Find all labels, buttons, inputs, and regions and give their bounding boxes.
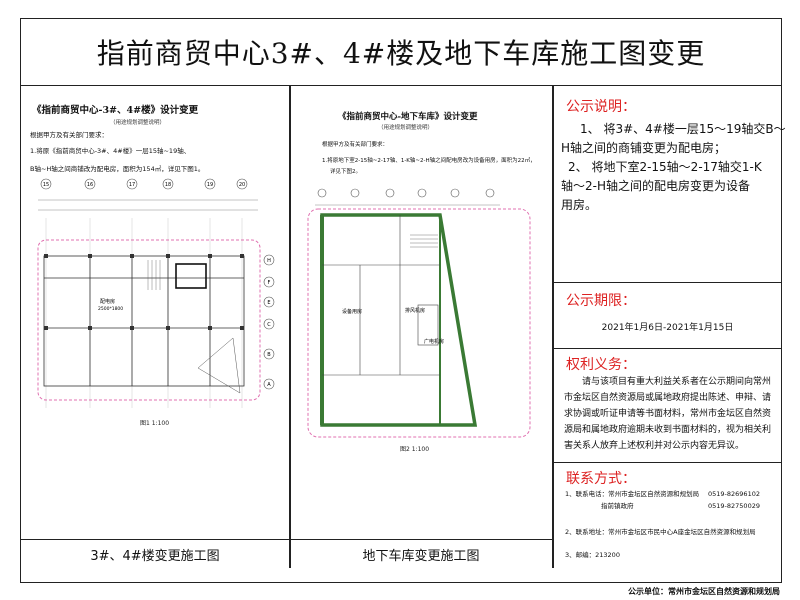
left-floor-plan: 15 16 17 18 19 20 配电房	[37, 178, 275, 408]
divider-mid-right	[552, 85, 554, 568]
rights-line5: 害关系人放弃上述权利并对公示内容无异议。	[564, 441, 745, 451]
axis-label: 16	[87, 182, 93, 188]
contact-line2-label: 指前镇政府	[601, 502, 634, 510]
axis-label: C	[267, 322, 271, 328]
mid-doc-title: 《指前商贸中心-地下车库》设计变更	[338, 112, 478, 122]
axis-label: B	[267, 352, 271, 358]
period-heading: 公示期限：	[566, 293, 636, 309]
poster-frame	[20, 18, 782, 583]
right-sep-3	[552, 462, 781, 463]
left-requirement: 根据甲方及有关部门要求：	[30, 131, 108, 139]
site-boundary	[37, 239, 261, 401]
axis-top-group: 15 16 17 18 19 20	[40, 178, 248, 190]
rights-line2: 市金坛区自然资源局或属地政府提出陈述、申辩、请	[564, 393, 772, 403]
contact-heading: 联系方式：	[566, 471, 636, 487]
poster-title: 指前商贸中心3#、4#楼及地下车库施工图变更	[21, 19, 781, 86]
garage-boundary	[307, 208, 531, 438]
left-item1-line2: B轴~H轴之间商铺改为配电房，面积为154㎡，详见下图1。	[30, 165, 205, 173]
room-label: 配电房	[100, 298, 115, 305]
mid-doc-sub: （用途规划调整说明）	[378, 125, 434, 131]
notice-line5: 用房。	[561, 198, 598, 212]
axis-label: H	[267, 258, 271, 264]
room-size: 2500*1800	[98, 306, 123, 312]
axis-label: 18	[165, 182, 171, 188]
notice-line4: 轴～2-H轴之间的配电房变更为设备	[561, 179, 750, 193]
left-doc-title: 《指前商贸中心-3#、4#楼》设计变更	[32, 105, 199, 116]
notice-heading: 公示说明：	[566, 99, 636, 115]
axis-label: 19	[207, 182, 213, 188]
room-label: 设备用房	[342, 308, 362, 315]
rights-line1: 请与该项目有重大利益关系者在公示期间向常州	[582, 377, 772, 387]
axis-label: 20	[239, 182, 245, 188]
contact-line3: 2、联系地址：常州市金坛区市民中心A座金坛区自然资源和规划局	[565, 528, 756, 536]
power-room-highlight	[175, 263, 207, 289]
axis-label: 15	[43, 182, 49, 188]
axis-label: A	[267, 382, 271, 388]
right-sep-1	[552, 282, 781, 283]
garage-wall	[320, 213, 478, 427]
left-doc-sub: （用途规划调整说明）	[110, 120, 166, 126]
mid-floor-plan: 设备用房 排风机房 广电机房	[307, 188, 531, 438]
mid-item1-line1: 1.将原地下室2-15轴~2-17轴、1-K轴~2-H轴之间配电房改为设备用房，…	[322, 158, 536, 164]
right-sep-2	[552, 348, 781, 349]
mid-requirement: 根据甲方及有关部门要求：	[322, 142, 389, 148]
axis-label: F	[268, 280, 271, 286]
divider-left-mid	[289, 85, 291, 568]
notice-line1: 1、 将3#、4#楼一层15～19轴交B～	[580, 122, 786, 136]
room-label: 排风机房	[405, 307, 425, 314]
period-text: 2021年1月6日-2021年1月15日	[601, 323, 734, 333]
notice-line3: 2、 将地下室2-15轴～2-17轴交1-K	[568, 160, 762, 174]
mid-panel-label: 地下车库变更施工图	[362, 549, 480, 564]
notice-line2: H轴之间的商铺变更为配电房；	[561, 141, 727, 155]
left-panel-label: 3#、4#楼变更施工图	[90, 549, 220, 564]
axis-label: E	[267, 300, 270, 306]
footer-publisher: 公示单位：常州市金坛区自然资源和规划局	[628, 587, 780, 596]
contact-line1-phone: 0519-82696102	[708, 490, 760, 498]
left-item1-line1: 1.将原《指前商贸中心-3#、4#楼》一层15轴~19轴、	[30, 147, 191, 155]
room-label: 广电机房	[424, 338, 444, 345]
mid-item1-line2: 详见下图2。	[330, 169, 361, 175]
rights-heading: 权利义务：	[566, 357, 636, 373]
rights-line4: 源局和属地政府逾期未收到书面材料的，视为相关利	[564, 425, 772, 435]
contact-line2-phone: 0519-82750029	[708, 502, 760, 510]
axis-label: 17	[129, 182, 135, 188]
left-caption: 图1 1:100	[140, 420, 170, 427]
contact-line1-label: 1、联系电话：常州市金坛区自然资源和规划局	[565, 490, 700, 498]
mid-caption: 图2 1:100	[400, 446, 430, 453]
rights-line3: 求协调或听证申请等书面材料，常州市金坛区自然资	[564, 409, 772, 419]
contact-line4: 3、邮编：213200	[565, 551, 620, 559]
label-row-line	[21, 539, 552, 540]
